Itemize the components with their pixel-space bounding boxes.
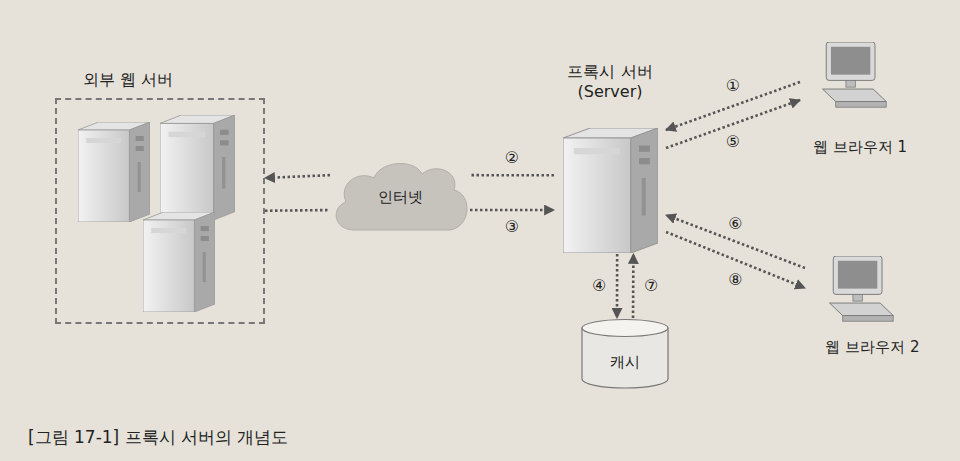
computer-icon (823, 42, 887, 107)
dotted-arrow (265, 209, 330, 212)
callout-number: ④ (590, 277, 608, 295)
server-tower (160, 115, 235, 220)
proxy-server-tower (563, 128, 658, 253)
node-heading: 외부 웹 서버 (83, 70, 173, 90)
dotted-arrow (666, 232, 805, 288)
cloud-outline (336, 163, 467, 230)
callout-number: ⑥ (726, 215, 744, 233)
computer-icon (830, 256, 894, 321)
web-browser: 웹 브라우저 1 (800, 40, 920, 160)
dotted-arrow (632, 254, 635, 318)
callout-number: ⑧ (726, 271, 744, 289)
cylinder-top (582, 320, 668, 337)
node-heading: 프록시 서버 (Server) (560, 62, 660, 102)
callout-number: ① (724, 77, 742, 95)
callout-number: ⑤ (724, 133, 742, 151)
internet-cloud: 인터넷 (330, 158, 470, 236)
dotted-arrow (616, 254, 619, 318)
node-label: 인터넷 (378, 188, 423, 207)
server-group-box: 외부 웹 서버 (55, 66, 265, 324)
callout-number: ③ (503, 218, 521, 236)
callout-number: ② (503, 149, 521, 167)
proxy-server: 프록시 서버 (Server) (554, 62, 666, 254)
dotted-arrow (265, 175, 330, 178)
dotted-arrow (666, 215, 805, 268)
figure-caption: [그림 17-1] 프록시 서버의 개념도 (28, 426, 288, 449)
node-label: 웹 브라우저 1 (813, 138, 907, 157)
computer-icons (823, 42, 894, 321)
callout-number: ⑦ (642, 277, 660, 295)
cache-cylinder: 캐시 (580, 318, 670, 390)
server-tower (78, 122, 150, 222)
dashed-group-border (55, 98, 265, 324)
dotted-arrow (470, 209, 554, 212)
server-tower (143, 212, 215, 312)
server-towers (78, 115, 658, 312)
node-label: 캐시 (610, 353, 640, 372)
web-browser: 웹 브라우저 2 (805, 255, 940, 360)
node-label: 웹 브라우저 2 (825, 338, 919, 357)
dotted-arrow (470, 174, 554, 177)
